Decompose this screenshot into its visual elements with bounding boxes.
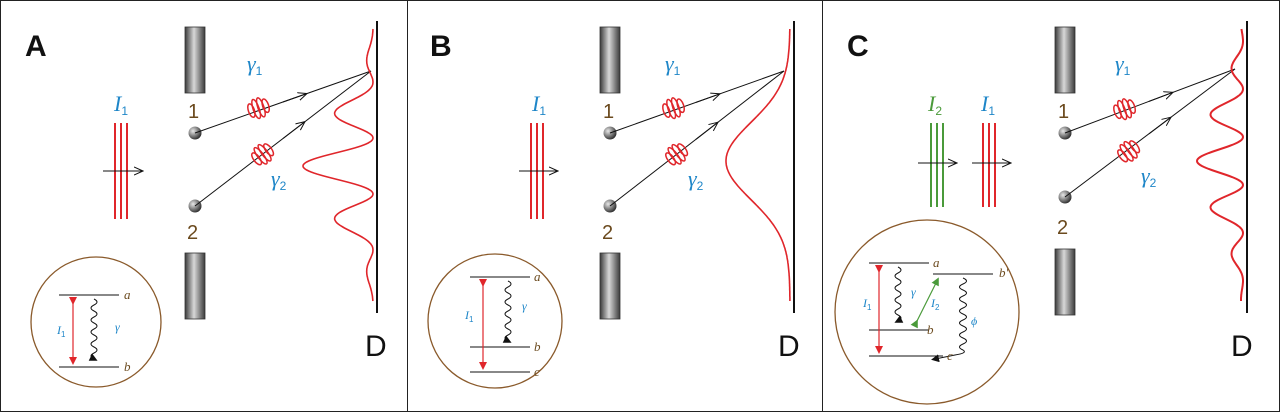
incident-light-i1	[972, 123, 1011, 207]
lower-slit-wall	[599, 252, 621, 320]
inset-circle	[427, 253, 563, 389]
panel-c-diagram: C I2 I1 1 2 γ1 γ2 D	[834, 21, 1253, 405]
pump-label: I1	[56, 323, 66, 339]
level-c-label: c	[947, 348, 953, 363]
detector-label: D	[365, 330, 387, 363]
panel-c-label: C	[847, 30, 869, 63]
inset-circle	[30, 256, 162, 388]
wave-packet-2	[665, 143, 689, 166]
emission-gamma-arrow	[894, 266, 904, 323]
wave-packet-1	[247, 97, 271, 120]
emission-gamma-label: γ	[911, 285, 916, 299]
gamma-1-label: γ1	[1115, 51, 1131, 78]
lower-slit-wall	[1054, 248, 1076, 316]
intensity-2-label: I2	[927, 91, 942, 118]
panel-c: C I2 I1 1 2 γ1 γ2 D	[822, 0, 1280, 412]
intensity-1-label: I1	[980, 91, 995, 118]
upper-slit-wall	[184, 26, 206, 94]
atom-2-number: 2	[187, 222, 198, 244]
energy-level-inset: a b' b c I1 I2 γ ϕ	[834, 219, 1020, 405]
level-b-prime-label: b'	[999, 265, 1009, 280]
emission-wavy-arrow	[88, 298, 98, 361]
level-a-label: a	[933, 255, 940, 270]
atom-2-number: 2	[1057, 217, 1068, 239]
incident-light-i2	[918, 123, 957, 207]
intensity-label: I1	[113, 91, 128, 118]
detector-label: D	[1231, 330, 1253, 363]
emission-phi-label: ϕ	[971, 314, 977, 328]
incident-light-i1	[103, 123, 143, 219]
gamma-2-label: γ2	[1141, 163, 1157, 190]
level-b-label: b	[534, 339, 541, 354]
no-interference-pattern	[725, 29, 791, 301]
wave-packet-2	[1117, 140, 1141, 163]
wave-packet-1	[662, 97, 686, 120]
wave-packet-1	[1113, 98, 1137, 121]
level-a-label: a	[534, 269, 541, 284]
emission-label: γ	[115, 320, 120, 334]
intensity-label: I1	[531, 91, 546, 118]
interference-pattern	[302, 28, 374, 302]
gamma-1-label: γ1	[247, 51, 263, 78]
detector-label: D	[778, 330, 800, 363]
pump-i2-label: I2	[930, 296, 940, 312]
upper-slit-wall	[1054, 26, 1076, 94]
panel-a: A I1 1 2 γ1 γ2 D a	[0, 0, 408, 412]
level-a-label: a	[124, 287, 131, 302]
level-b-label: b	[124, 359, 131, 374]
gamma-1-label: γ1	[665, 51, 681, 78]
upper-slit-wall	[599, 26, 621, 94]
panel-a-diagram: A I1 1 2 γ1 γ2 D a	[25, 21, 387, 388]
energy-level-inset: a b c I1 γ	[427, 253, 563, 389]
panel-b: B I1 1 2 γ1 γ2 D a b c I	[407, 0, 823, 412]
panel-b-diagram: B I1 1 2 γ1 γ2 D a b c I	[427, 21, 800, 389]
pump-i2-arrow	[910, 277, 939, 329]
incident-light-i1	[519, 123, 558, 219]
panel-b-label: B	[430, 30, 452, 63]
level-b-label: b	[927, 322, 934, 337]
energy-level-inset: a b I1 γ	[30, 256, 162, 388]
panel-a-label: A	[25, 30, 47, 63]
atom-1-number: 1	[1058, 101, 1069, 123]
pump-label: I1	[464, 308, 474, 324]
interference-pattern	[1195, 28, 1245, 301]
atom-1-number: 1	[188, 101, 199, 123]
level-c-label: c	[534, 364, 540, 379]
emission-phi-arrow	[931, 277, 967, 363]
inset-circle	[834, 219, 1020, 405]
emission-wavy-arrow	[502, 280, 512, 343]
atom-2-number: 2	[602, 222, 613, 244]
gamma-2-label: γ2	[271, 166, 287, 193]
atom-1-number: 1	[603, 101, 614, 123]
lower-slit-wall	[184, 252, 206, 320]
wave-packet-2	[251, 143, 275, 166]
emission-label: γ	[522, 299, 527, 313]
pump-i1-label: I1	[862, 296, 872, 312]
gamma-2-label: γ2	[688, 166, 704, 193]
